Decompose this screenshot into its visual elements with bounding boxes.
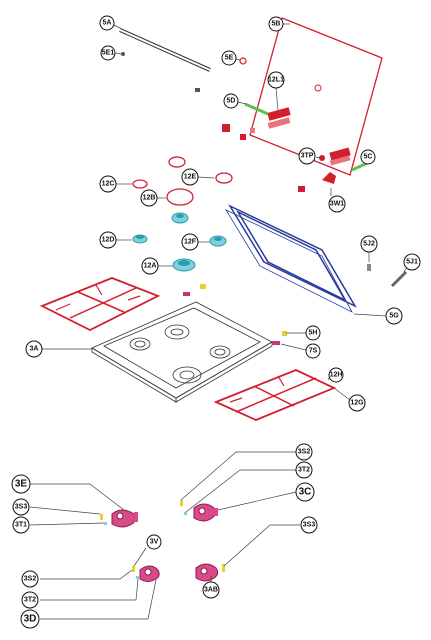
part-12l1-hinge (267, 107, 291, 129)
svg-text:5E1: 5E1 (102, 50, 115, 57)
svg-text:3S2: 3S2 (298, 449, 311, 456)
svg-text:3D: 3D (24, 614, 37, 625)
label-3t2-right: 3T2 (295, 461, 313, 479)
svg-text:5B: 5B (272, 21, 281, 28)
svg-text:12F: 12F (184, 239, 197, 246)
label-5d: 5D (223, 93, 239, 109)
hinge-clips-left (222, 124, 255, 140)
label-3s3-left: 3S3 (12, 498, 30, 516)
label-3a: 3A (25, 340, 43, 358)
part-12b-cap (166, 188, 194, 206)
part-12a-burner (172, 258, 196, 272)
part-3c-valve (180, 500, 218, 522)
svg-text:12D: 12D (102, 237, 115, 244)
svg-text:3V: 3V (150, 539, 159, 546)
svg-text:3S3: 3S3 (303, 522, 316, 529)
label-3w1: 3W1 (328, 195, 346, 213)
svg-text:5J1: 5J1 (406, 259, 418, 266)
label-5g: 5G (385, 307, 403, 325)
part-5a-rod (119, 28, 211, 92)
label-3e: 3E (11, 474, 31, 494)
label-5a: 5A (99, 15, 115, 31)
part-5j2-screw (367, 264, 371, 271)
label-12l1: 12L1 (267, 71, 285, 89)
label-12e: 12E (181, 168, 199, 186)
svg-text:5A: 5A (103, 20, 112, 27)
part-3w1-bracket (298, 172, 336, 192)
part-3a-hob (91, 301, 273, 403)
part-5e-ring (239, 57, 247, 65)
hob-connectors (183, 284, 287, 345)
label-3s3-right: 3S3 (300, 516, 318, 534)
svg-text:3C: 3C (299, 487, 312, 498)
svg-text:12A: 12A (144, 263, 157, 270)
part-12c-cap (132, 179, 148, 189)
part-3e-valve (100, 509, 138, 528)
label-3v: 3V (146, 534, 162, 550)
svg-text:12H: 12H (330, 372, 343, 379)
label-5e: 5E (221, 50, 237, 66)
label-12d: 12D (99, 231, 117, 249)
label-3s2-left: 3S2 (21, 570, 39, 588)
label-12b: 12B (140, 189, 158, 207)
svg-text:5J2: 5J2 (363, 241, 375, 248)
label-5b: 5B (268, 16, 284, 32)
label-5h: 5H (305, 325, 321, 341)
svg-text:3AB: 3AB (204, 587, 218, 594)
svg-text:3T2: 3T2 (298, 467, 310, 474)
label-3t1: 3T1 (12, 516, 30, 534)
svg-text:5G: 5G (389, 313, 399, 320)
part-12e-cap (168, 156, 233, 184)
svg-text:5D: 5D (227, 98, 236, 105)
label-3t2-left: 3T2 (21, 591, 39, 609)
label-12f: 12F (181, 233, 199, 251)
svg-text:5E: 5E (225, 55, 234, 62)
label-5c: 5C (360, 149, 376, 165)
svg-text:7S: 7S (309, 348, 318, 355)
grate-left (39, 277, 161, 332)
burner-cyan-1 (171, 212, 189, 224)
svg-text:12L1: 12L1 (268, 77, 284, 84)
svg-text:12C: 12C (102, 181, 115, 188)
svg-text:5C: 5C (364, 154, 373, 161)
svg-text:3W1: 3W1 (330, 201, 345, 208)
svg-text:12E: 12E (184, 174, 197, 181)
svg-text:3E: 3E (15, 479, 28, 490)
svg-text:3T1: 3T1 (15, 522, 27, 529)
svg-text:3T2: 3T2 (24, 597, 36, 604)
svg-text:3S2: 3S2 (24, 576, 37, 583)
part-12f-burner (209, 235, 227, 247)
svg-text:3TP: 3TP (301, 153, 314, 160)
svg-text:12B: 12B (143, 195, 156, 202)
label-7s: 7S (305, 343, 321, 359)
part-5d-pin (244, 102, 269, 116)
svg-text:3S3: 3S3 (15, 504, 28, 511)
part-3tp-hinge (319, 147, 351, 166)
part-5e1-screw (121, 52, 125, 56)
label-3d: 3D (20, 609, 40, 629)
part-5j1-rod (390, 270, 408, 288)
label-3c: 3C (295, 482, 315, 502)
part-3ab-valve (195, 563, 225, 582)
label-3ab: 3AB (202, 581, 220, 599)
label-5j1: 5J1 (403, 253, 421, 271)
label-12h: 12H (328, 367, 344, 383)
label-5e1: 5E1 (100, 45, 116, 61)
grate-right (213, 369, 337, 421)
svg-text:12G: 12G (350, 400, 364, 407)
label-5j2: 5J2 (360, 235, 378, 253)
label-3tp: 3TP (298, 147, 316, 165)
label-12a: 12A (141, 257, 159, 275)
part-3d-valve (132, 565, 160, 582)
label-12g: 12G (348, 394, 366, 412)
part-5g-frame (224, 204, 357, 313)
svg-text:5H: 5H (309, 330, 318, 337)
svg-text:3A: 3A (30, 346, 39, 353)
part-12d-burner (132, 234, 148, 244)
label-3s2-right: 3S2 (295, 443, 313, 461)
part-5b-door-panel (249, 17, 383, 176)
label-12c: 12C (99, 175, 117, 193)
